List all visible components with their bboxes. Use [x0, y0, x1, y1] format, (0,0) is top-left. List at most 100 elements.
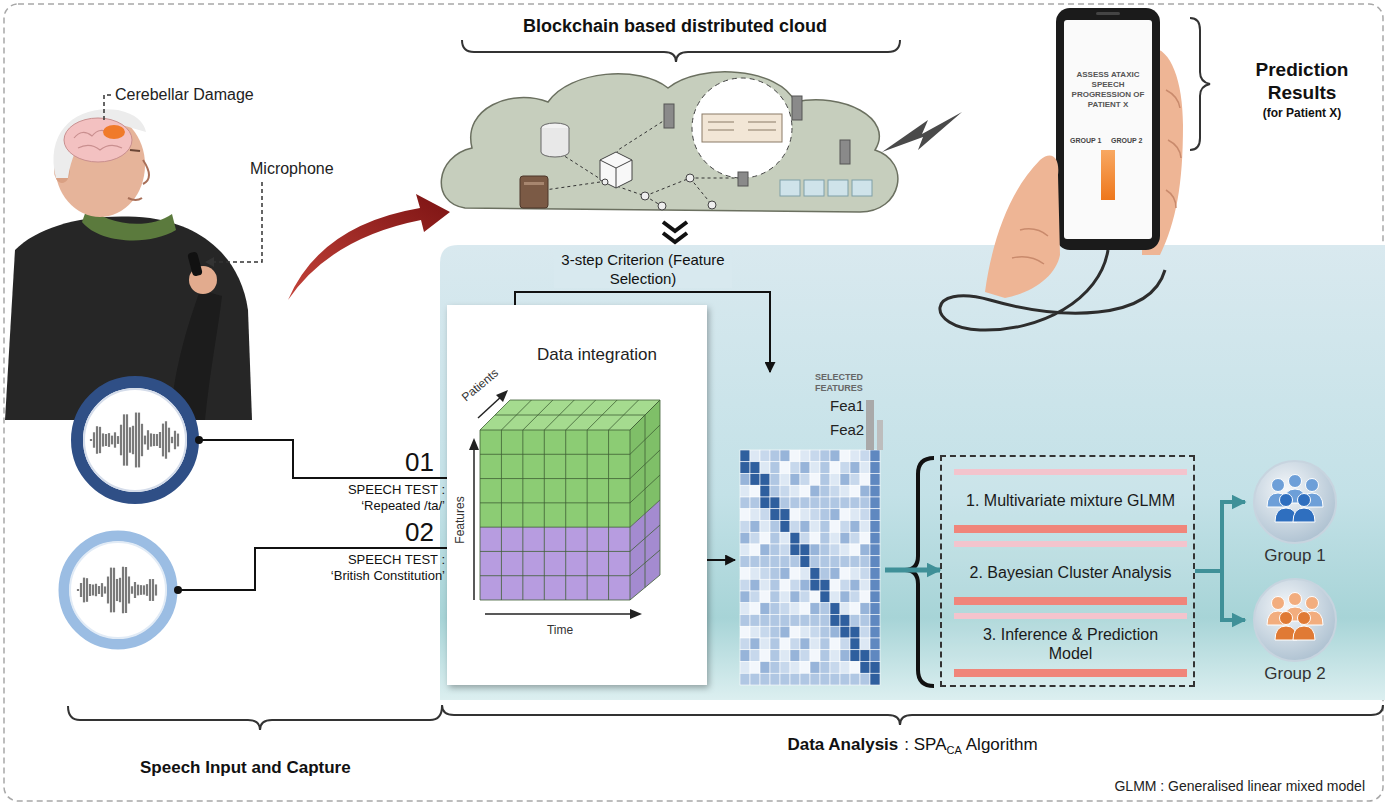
heatmap [850, 579, 860, 591]
heatmap [750, 521, 760, 533]
waveform-badge [77, 589, 79, 591]
waveform-badge [134, 582, 136, 598]
heatmap [740, 497, 750, 509]
data-cube [544, 430, 545, 600]
cloud-shape [600, 160, 632, 168]
data-cube [480, 600, 630, 601]
heatmap [840, 556, 850, 568]
waveform-badge [155, 584, 157, 595]
phone-figure [1096, 12, 1120, 15]
heatmap [800, 556, 810, 568]
method-box: 1. Multivariate mixture GLMM2. Bayesian … [940, 455, 1195, 687]
heatmap [830, 579, 840, 591]
heatmap [740, 579, 750, 591]
waveform-badge [89, 584, 91, 596]
leader-line [104, 95, 262, 267]
heatmap [780, 544, 790, 556]
heatmap [800, 450, 810, 462]
data-cube [480, 430, 630, 527]
waveform-badge [128, 576, 130, 603]
heatmap [760, 450, 770, 462]
connector [515, 292, 770, 372]
box-title: Data integration [537, 345, 657, 365]
analysis-panel: Data Analysis: SPACAAlgorithmData integr… [440, 245, 1385, 700]
heatmap [760, 626, 770, 638]
heatmap [830, 509, 840, 521]
heatmap [810, 474, 820, 486]
heatmap [840, 673, 850, 685]
cloud-region: Blockchain based distributed cloud [440, 15, 910, 220]
heatmap [830, 532, 840, 544]
lightning-icon [882, 112, 962, 152]
group-icon [1293, 508, 1315, 522]
heatmap [870, 638, 880, 650]
heatmap [820, 626, 830, 638]
heatmap [760, 650, 770, 662]
heatmap [770, 568, 780, 580]
heatmap [860, 626, 870, 638]
heatmap [750, 462, 760, 474]
waveform-badge [84, 389, 186, 491]
heatmap [870, 521, 880, 533]
method-text: 2. Bayesian Cluster Analysis [964, 563, 1178, 582]
heatmap [850, 615, 860, 627]
cloud-shape [828, 180, 848, 196]
waveform-badge [144, 436, 146, 445]
waveform-badge [150, 433, 152, 446]
heatmap [870, 485, 880, 497]
result-heading: Prediction Results [1232, 58, 1372, 104]
heatmap [810, 521, 820, 533]
heatmap [780, 591, 790, 603]
heatmap [810, 650, 820, 662]
brace [1190, 18, 1210, 150]
heatmap [790, 579, 800, 591]
heatmap [750, 662, 760, 674]
heatmap [840, 579, 850, 591]
cloud-shape [541, 128, 569, 157]
heatmap [740, 568, 750, 580]
connector [885, 570, 940, 571]
group-icon [1267, 475, 1323, 523]
data-cube [485, 613, 630, 615]
heatmap [800, 497, 810, 509]
heatmap [870, 615, 880, 627]
heatmap [740, 450, 880, 685]
patient-figure [128, 198, 142, 200]
heatmap [750, 673, 760, 685]
group-icon [1289, 475, 1302, 488]
heatmap [830, 591, 840, 603]
heatmap [780, 485, 790, 497]
algorithm-word: Algorithm [966, 735, 1038, 754]
phone-figure [985, 8, 1183, 298]
heatmap [770, 544, 780, 556]
waveform-badge [96, 426, 98, 454]
heatmap [830, 626, 840, 638]
heatmap [830, 462, 840, 474]
heatmap [810, 662, 820, 674]
heatmap [810, 532, 820, 544]
heatmap [780, 521, 790, 533]
heatmap [860, 615, 870, 627]
heatmap [820, 497, 830, 509]
heatmap [860, 673, 870, 685]
heatmap [770, 603, 780, 615]
heatmap [790, 462, 800, 474]
heatmap [740, 544, 750, 556]
heatmap [780, 615, 790, 627]
test-caption: SPEECH TEST : [348, 552, 445, 568]
heatmap [870, 662, 880, 674]
heatmap [820, 638, 830, 650]
heatmap [850, 462, 860, 474]
heatmap [810, 591, 820, 603]
waveform-badge [64, 536, 172, 644]
connector [885, 568, 940, 573]
waveform-badge [110, 568, 112, 613]
data-cube [645, 415, 646, 588]
feature-bar [866, 400, 874, 450]
heatmap [800, 462, 810, 474]
data-cube [630, 430, 631, 600]
heatmap [830, 544, 840, 556]
cloud-shape [641, 192, 649, 200]
connector [707, 560, 735, 561]
waveform-badge [140, 585, 142, 595]
